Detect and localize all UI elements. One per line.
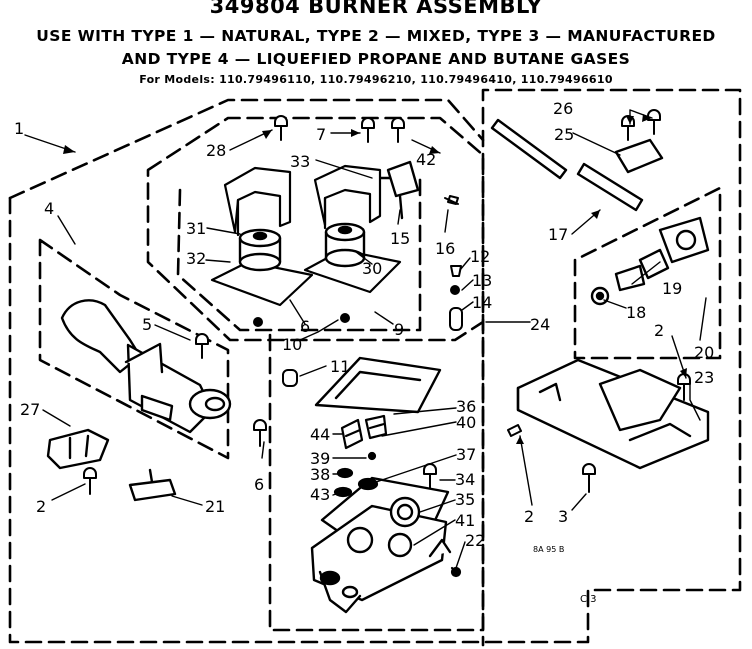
part-label-41: 41 xyxy=(455,511,475,530)
part-label-26: 26 xyxy=(553,99,573,118)
part-label-6-lower: 6 xyxy=(254,475,264,494)
part-label-35: 35 xyxy=(455,490,475,509)
main-burner-group-boundary xyxy=(38,238,230,460)
part-label-27: 27 xyxy=(20,400,40,419)
gas-type-line-1: USE WITH TYPE 1 — NATURAL, TYPE 2 — MIXE… xyxy=(36,27,716,45)
part-label-34: 34 xyxy=(455,470,475,489)
part-label-43: 43 xyxy=(310,485,330,504)
part-label-40: 40 xyxy=(456,413,476,432)
part-label-13: 13 xyxy=(472,271,492,290)
part-label-14: 14 xyxy=(472,293,492,312)
regulator-group-boundary xyxy=(573,186,722,360)
part-label-11: 11 xyxy=(330,357,350,376)
part-label-15: 15 xyxy=(390,229,410,248)
part-label-2-left: 2 xyxy=(36,497,46,516)
part-label-23: 23 xyxy=(694,368,714,387)
part-label-37: 37 xyxy=(456,445,476,464)
part-label-22: 22 xyxy=(465,531,485,550)
part-label-24: 24 xyxy=(530,315,550,334)
part-label-39: 39 xyxy=(310,449,330,468)
part-label-30: 30 xyxy=(362,259,382,278)
part-label-42: 42 xyxy=(416,150,436,169)
part-label-19: 19 xyxy=(662,279,682,298)
part-label-5: 5 xyxy=(142,315,152,334)
part-label-36: 36 xyxy=(456,397,476,416)
part-label-2-bottom: 2 xyxy=(524,507,534,526)
diagram-title: 349804 BURNER ASSEMBLY xyxy=(209,0,543,18)
part-label-7: 7 xyxy=(316,125,326,144)
part-label-4: 4 xyxy=(44,199,54,218)
part-label-6-upper: 6 xyxy=(300,317,310,336)
part-label-31: 31 xyxy=(186,219,206,238)
drawing-code: 8A 95 B xyxy=(533,545,564,554)
part-label-1: 1 xyxy=(14,119,24,138)
part-label-2-right: 2 xyxy=(654,321,664,340)
inner-assembly-boundary xyxy=(8,98,485,200)
part-label-18: 18 xyxy=(626,303,646,322)
part-label-44: 44 xyxy=(310,425,330,444)
outer-assembly-boundary xyxy=(8,88,742,647)
part-label-28: 28 xyxy=(206,141,226,160)
part-label-38: 38 xyxy=(310,465,330,484)
part-label-25: 25 xyxy=(554,125,574,144)
part-label-16: 16 xyxy=(435,239,455,258)
valve-body-group-boundary xyxy=(268,320,485,632)
valve-bracket-group-boundary xyxy=(176,176,422,332)
part-label-17: 17 xyxy=(548,225,568,244)
part-label-12: 12 xyxy=(470,247,490,266)
part-label-21: 21 xyxy=(205,497,225,516)
part-label-10: 10 xyxy=(282,335,302,354)
gas-type-line-2: AND TYPE 4 — LIQUEFIED PROPANE AND BUTAN… xyxy=(121,50,631,68)
part-label-32: 32 xyxy=(186,249,206,268)
part-label-9: 9 xyxy=(394,320,404,339)
part-label-33: 33 xyxy=(290,152,310,171)
page-code: C 3 xyxy=(580,594,597,605)
part-label-20: 20 xyxy=(694,343,714,362)
part-label-3: 3 xyxy=(558,507,568,526)
model-numbers: For Models: 110.79496110, 110.79496210, … xyxy=(139,73,613,86)
